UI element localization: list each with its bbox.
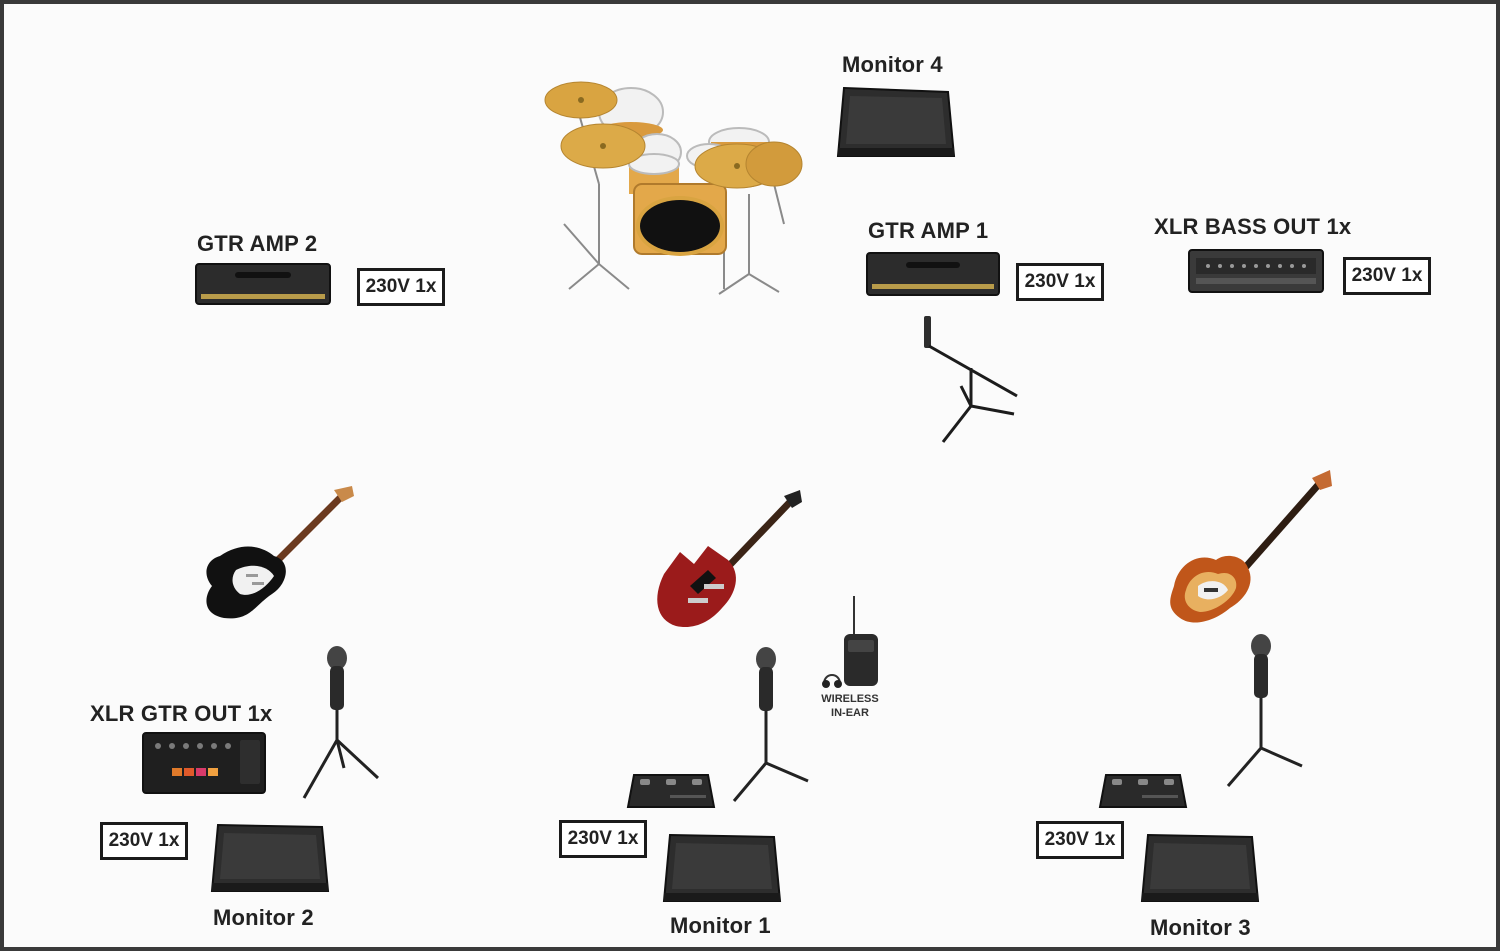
bass-amp-head-icon	[1188, 249, 1324, 293]
wireless-in-ear-icon	[822, 596, 878, 688]
microphone-stand-icon	[302, 646, 380, 799]
effects-pedal-icon	[1098, 774, 1188, 808]
power-box-stage-left: 230V 1x	[100, 822, 188, 860]
bass-guitar-icon	[1170, 470, 1332, 623]
xlr-bass-out-label: XLR BASS OUT 1x	[1154, 214, 1352, 239]
drum-kit-icon	[544, 81, 803, 295]
sg-guitar-icon	[657, 490, 802, 628]
guitar-amp-icon	[866, 252, 1000, 296]
monitor-3-label: Monitor 3	[1150, 915, 1251, 940]
wedge-monitor-icon	[662, 833, 782, 902]
power-box-bass: 230V 1x	[1343, 257, 1431, 295]
power-box-center: 230V 1x	[559, 820, 647, 858]
wedge-monitor-icon	[210, 823, 330, 892]
power-box-gtr-amp-1: 230V 1x	[1016, 263, 1104, 301]
wedge-monitor-icon	[836, 86, 956, 157]
power-box-gtr-amp-2: 230V 1x	[357, 268, 445, 306]
microphone-stand-icon	[1226, 634, 1303, 787]
wedge-monitor-icon	[1140, 833, 1260, 902]
multi-effects-icon	[142, 732, 266, 794]
monitor-1-label: Monitor 1	[670, 913, 771, 938]
gtr-amp-1-label: GTR AMP 1	[868, 218, 989, 243]
microphone-stand-icon	[732, 647, 809, 802]
guitar-amp-icon	[195, 263, 331, 305]
instrument-mic-boom-icon	[924, 316, 1018, 443]
monitor-2-label: Monitor 2	[213, 905, 314, 930]
power-box-stage-right: 230V 1x	[1036, 821, 1124, 859]
electric-guitar-icon	[206, 486, 354, 619]
monitor-4-label: Monitor 4	[842, 52, 943, 77]
wireless-label-line-1: WIRELESS	[821, 693, 879, 705]
effects-pedal-icon	[626, 774, 716, 808]
xlr-gtr-out-label: XLR GTR OUT 1x	[90, 701, 273, 726]
wireless-label-line-2: IN-EAR	[831, 707, 869, 719]
gtr-amp-2-label: GTR AMP 2	[197, 231, 318, 256]
